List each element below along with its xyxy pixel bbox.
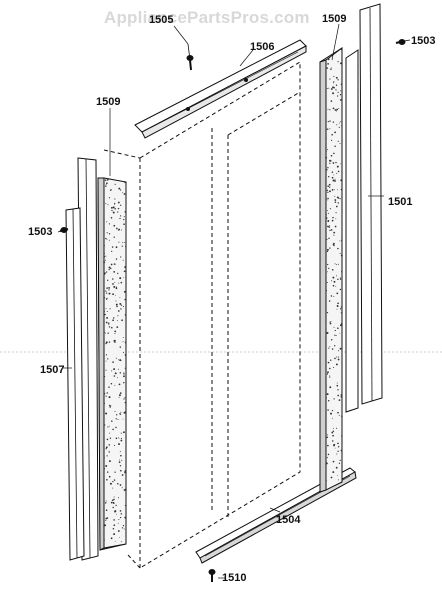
callout-1507: 1507 [40, 364, 65, 376]
cabinet-outline [103, 61, 301, 569]
callout-1506: 1506 [250, 41, 275, 53]
callout-1501: 1501 [388, 196, 413, 208]
watermark-text: AppliancePartsPros.com [104, 8, 310, 27]
right-angle-strip-1501 [359, 3, 383, 405]
callout-1505: 1505 [149, 14, 174, 26]
right-inner-strip [345, 49, 359, 413]
callout-1503-left: 1503 [28, 226, 53, 238]
callout-1510: 1510 [222, 572, 247, 584]
callout-1509-left: 1509 [96, 96, 121, 108]
leader-lines [57, 23, 384, 579]
screw-1510 [208, 569, 216, 582]
screw-1503-right [395, 39, 411, 45]
left-foam-texture [103, 178, 127, 543]
left-foam-strip-1509 [97, 177, 127, 551]
top-rail-1506 [134, 39, 307, 139]
callout-1509-right: 1509 [322, 13, 347, 25]
right-foam-strip-1509 [319, 47, 343, 493]
left-angle-strip-1507 [65, 207, 85, 561]
callout-1504: 1504 [276, 514, 301, 526]
callout-1503-right: 1503 [411, 35, 436, 47]
bottom-rail-1504 [195, 467, 357, 564]
right-foam-texture [325, 48, 343, 482]
screw-1505 [186, 43, 194, 71]
